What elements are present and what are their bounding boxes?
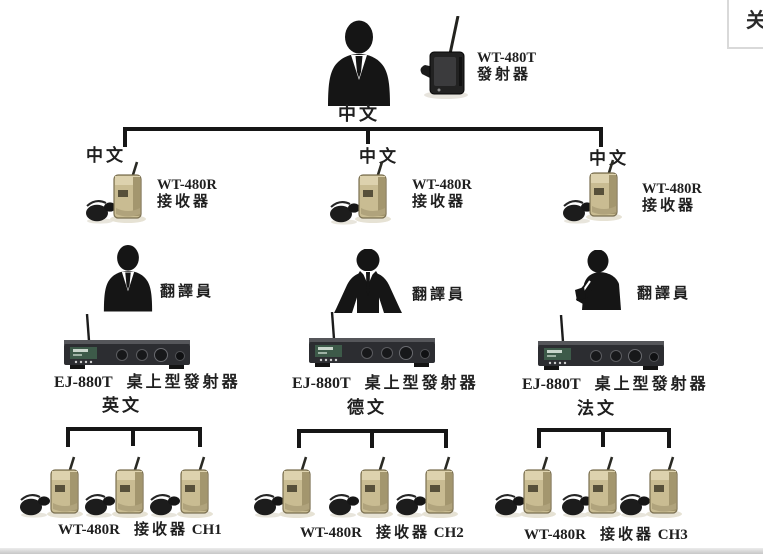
branch1-output-language: 德文: [347, 398, 387, 417]
bottom-edge-strip: [0, 548, 763, 554]
connector-bracket1-drop: [198, 427, 202, 447]
wt480r-receiver-icon: [276, 455, 320, 519]
corner-border-vertical: [727, 0, 729, 48]
audience-model: WT-480R: [58, 522, 120, 538]
wt480r-receiver-icon: [583, 158, 627, 222]
receiver-model: WT-480R: [642, 181, 702, 197]
connector-bracket2-drop: [297, 429, 301, 448]
receiver-type: 接收器: [157, 193, 212, 210]
wt480r-receiver-icon: [643, 455, 687, 519]
connector-bracket3-drop: [537, 428, 541, 448]
branch2-desktop-label: EJ-880T 桌上型發射器: [522, 376, 709, 394]
connector-top-horizontal: [123, 127, 603, 131]
wt480r-receiver-icon: [109, 455, 153, 519]
receiver-model: WT-480R: [412, 177, 472, 193]
wt480r-receiver-icon: [174, 455, 218, 519]
connector-bracket3-drop: [667, 428, 671, 448]
branch1-receiver-label: WT-480R 接收器: [412, 177, 472, 211]
desktop-type: 桌上型發射器: [594, 376, 709, 393]
connector-bracket1-drop: [66, 427, 70, 447]
branch2-input-language: 中文: [589, 149, 629, 168]
branch1-input-language: 中文: [359, 147, 399, 166]
branch2-translator-label: 翻譯員: [637, 286, 692, 302]
branch0-translator-label: 翻譯員: [160, 284, 215, 300]
ej880t-desktop-transmitter-icon: [536, 315, 666, 373]
connector-bracket1-horizontal: [66, 427, 202, 431]
branch0-output-language: 英文: [102, 396, 142, 415]
group2-label: WT-480R 接收器 CH2: [300, 525, 464, 542]
connector-bracket2-horizontal: [297, 429, 448, 433]
branch0-input-language: 中文: [86, 146, 126, 165]
wt480r-receiver-icon: [354, 455, 398, 519]
connector-bracket3-drop: [601, 432, 605, 447]
wt480t-transmitter-icon: [418, 16, 474, 100]
audience-channel: CH2: [433, 525, 464, 541]
branch2-receiver-label: WT-480R 接收器: [642, 181, 702, 215]
wt480t-type: 發射器: [477, 66, 532, 83]
audience-type: 接收器: [599, 527, 654, 543]
connector-bracket2-drop: [370, 433, 374, 448]
receiver-type: 接收器: [412, 193, 467, 210]
audience-model: WT-480R: [300, 525, 362, 541]
audience-type: 接收器: [375, 525, 430, 541]
corner-border-horizontal: [727, 47, 763, 49]
receiver-type: 接收器: [642, 197, 697, 214]
wt480r-receiver-icon: [107, 160, 151, 224]
connector-top-drop-left: [123, 127, 127, 147]
audience-model: WT-480R: [524, 527, 586, 543]
speaker-language-label: 中文: [338, 104, 380, 124]
desktop-type: 桌上型發射器: [364, 375, 479, 392]
desktop-model: EJ-880T: [522, 376, 581, 393]
desktop-type: 桌上型發射器: [126, 374, 241, 391]
audience-channel: CH3: [657, 527, 688, 543]
speaker-silhouette-icon: [323, 20, 395, 106]
audience-channel: CH1: [191, 522, 222, 538]
translator-silhouette-icon: [100, 244, 156, 312]
ej880t-desktop-transmitter-icon: [307, 312, 437, 370]
branch1-translator-label: 翻譯員: [412, 287, 467, 303]
branch0-receiver-label: WT-480R 接收器: [157, 177, 217, 211]
desktop-model: EJ-880T: [54, 374, 113, 391]
wt480r-receiver-icon: [44, 455, 88, 519]
translator-desk-silhouette-icon: [332, 249, 404, 313]
connector-bracket1-drop: [131, 431, 135, 446]
wt480r-receiver-icon: [517, 455, 561, 519]
group3-label: WT-480R 接收器 CH3: [524, 527, 688, 544]
audience-type: 接收器: [133, 522, 188, 538]
desktop-model: EJ-880T: [292, 375, 351, 392]
translator-profile-silhouette-icon: [575, 250, 627, 310]
corner-text-fragment: 关: [746, 10, 763, 30]
branch2-output-language: 法文: [577, 399, 617, 418]
connector-top-drop-center: [366, 131, 370, 144]
group1-label: WT-480R 接收器 CH1: [58, 522, 222, 539]
wt480r-receiver-icon: [419, 455, 463, 519]
wt480t-label: WT-480T 發射器: [477, 50, 536, 84]
connector-bracket2-drop: [444, 429, 448, 448]
ej880t-desktop-transmitter-icon: [62, 314, 192, 372]
connector-top-drop-right: [599, 127, 603, 147]
branch0-desktop-label: EJ-880T 桌上型發射器: [54, 374, 241, 392]
receiver-model: WT-480R: [157, 177, 217, 193]
branch1-desktop-label: EJ-880T 桌上型發射器: [292, 375, 479, 393]
connector-bracket3-horizontal: [537, 428, 671, 432]
wt480r-receiver-icon: [352, 160, 396, 224]
wt480t-model: WT-480T: [477, 50, 537, 66]
